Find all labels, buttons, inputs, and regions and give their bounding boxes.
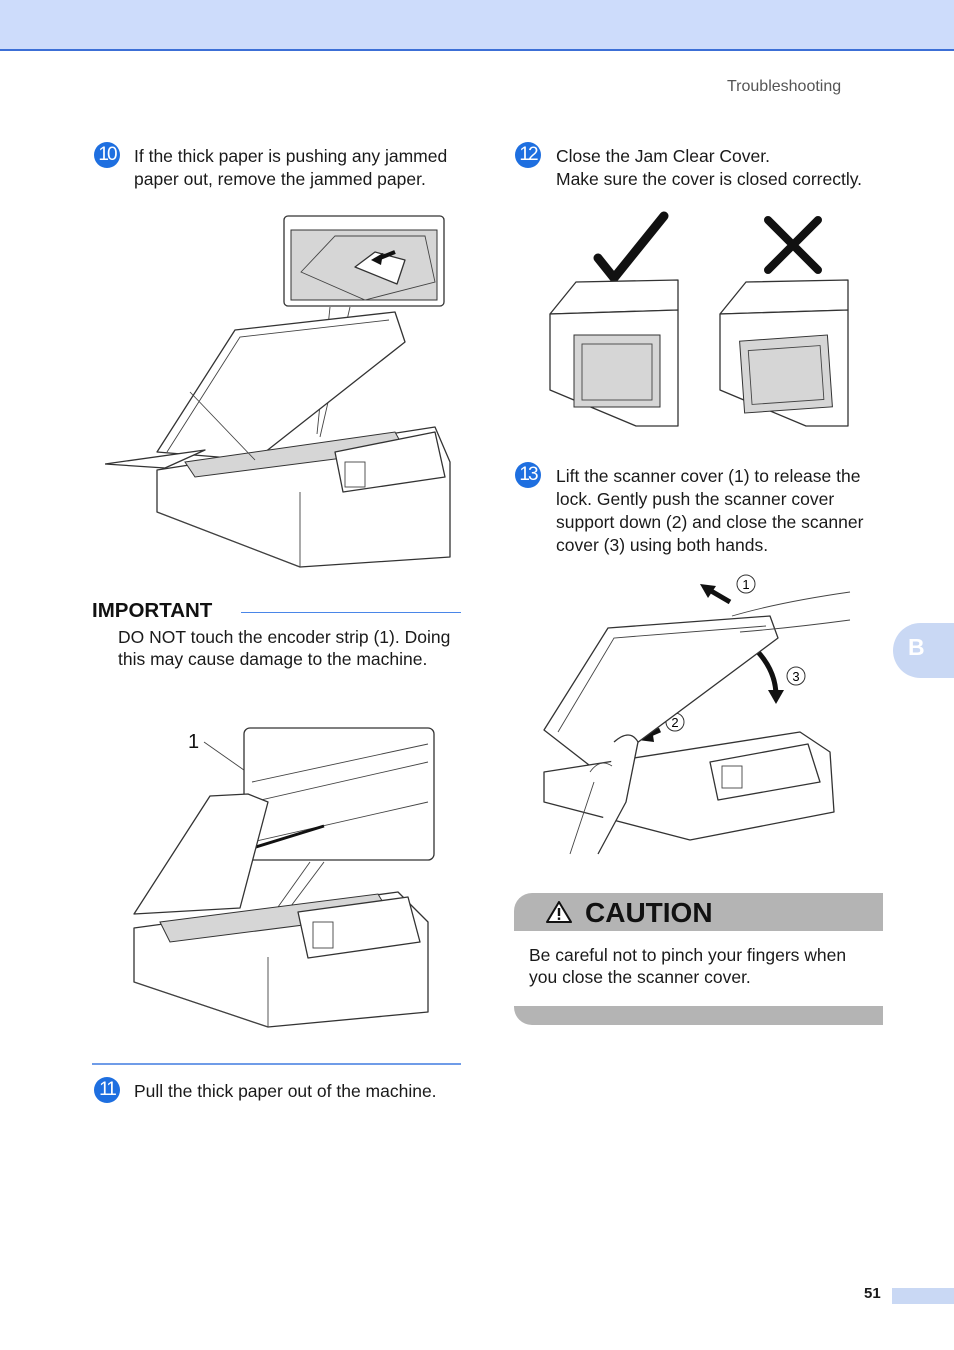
figure-remove-jammed-paper	[105, 215, 451, 568]
section-divider	[92, 1063, 461, 1065]
step-number-badge: 13	[515, 462, 541, 488]
caution-header	[514, 893, 883, 931]
figure-encoder-strip: 1	[133, 727, 435, 1028]
step-12-line-1: Close the Jam Clear Cover.	[556, 146, 770, 166]
figure-cover-closed-comparison	[549, 211, 849, 427]
step-number-badge: 12	[515, 142, 541, 168]
figure-close-scanner-cover: 1 3 2	[543, 574, 851, 855]
cross-icon	[764, 216, 822, 274]
step-number-badge: 10	[94, 142, 120, 168]
chapter-side-tab-label: B	[908, 634, 925, 660]
callout-3: 3	[792, 669, 799, 684]
step-10-text: If the thick paper is pushing any jammed…	[134, 146, 448, 189]
callout-2: 2	[671, 715, 678, 730]
step-12-line-2: Make sure the cover is closed correctly.	[556, 169, 863, 189]
chapter-side-tab	[893, 623, 954, 678]
important-rule	[241, 612, 461, 613]
caution-text: Be careful not to pinch your fingers whe…	[529, 945, 847, 987]
caution-title: CAUTION	[585, 897, 713, 928]
step-13-text: Lift the scanner cover (1) to release th…	[556, 466, 864, 555]
step-12-text: Close the Jam Clear Cover. Make sure the…	[556, 145, 886, 191]
encoder-callout-label: 1	[188, 731, 199, 753]
checkmark-icon	[593, 211, 669, 283]
important-text: DO NOT touch the encoder strip (1). Doin…	[118, 627, 451, 669]
warning-triangle-icon	[546, 901, 572, 923]
callout-1: 1	[742, 577, 749, 592]
section-header: Troubleshooting	[727, 78, 842, 95]
step-11-text: Pull the thick paper out of the machine.	[134, 1081, 437, 1101]
caution-footer	[514, 1006, 883, 1025]
important-title: IMPORTANT	[92, 599, 213, 622]
page-number-bar	[892, 1288, 954, 1304]
top-header-band	[0, 0, 954, 51]
step-number-badge: 11	[94, 1077, 120, 1103]
page-number: 51	[864, 1285, 881, 1302]
